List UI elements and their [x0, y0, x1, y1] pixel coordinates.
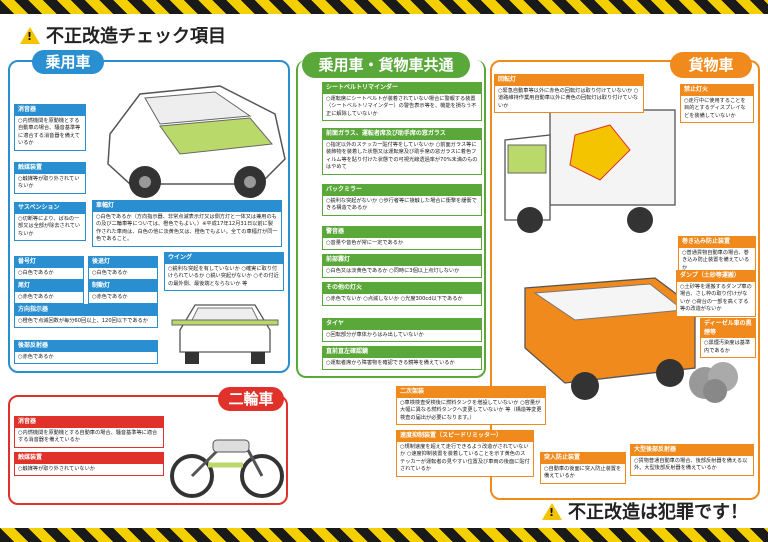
common-glass-box: 前面ガラス、運転者席及び助手席の窓ガラス○指定以外のステッカー貼付等をしていない… [322, 128, 482, 175]
truck-panel [490, 60, 760, 500]
common-mirror-box: バックミラー○鋭利な突起がないか ○歩行者等に接触した場合に衝撃を緩衝できる構造… [322, 184, 482, 216]
car-brake-lamp-box: 制動灯○赤色であるか [88, 280, 158, 305]
car-header: 乗用車 [32, 50, 104, 74]
truck-header: 貨物車 [670, 52, 752, 78]
truck-underrun-guard-box: 突入防止装置○自動車の後面に突入防止装置を備えているか [540, 452, 626, 484]
common-fog-lamp-box: 前部霧灯○白色又は淡黄色であるか ○同時に3個以上点灯しないか [322, 254, 482, 279]
bike-catalyst-box: 触媒装置○触媒等が取り外されていないか [14, 452, 164, 477]
truck-dump-box: ダンプ（土砂等運搬）○土砂等を運搬するダンプ車の場合、さし枠の取り付けがないか … [676, 270, 756, 317]
warning-icon [20, 26, 40, 44]
common-other-lamps-box: その他の灯火○赤色でないか ○点滅しないか ○光度300cd以下であるか [322, 282, 482, 307]
car-width-lamp-box: 車幅灯○白色であるか（方向指示器、非常点滅表示灯又は側方灯と一体又は兼用のもの及… [92, 200, 282, 247]
warning-icon [542, 502, 562, 520]
common-horn-box: 警音器○音量や音色が常に一定であるか [322, 226, 482, 251]
common-panel [296, 60, 486, 378]
truck-secondary-outfit-box: 二次架装○車検検査受検後に燃料タンクを増設していないか ○容量が大幅に異なる燃料… [396, 386, 546, 426]
common-front-mirror-box: 直前直左確認鏡○運転者席から障害物を確認できる鏡等を備えているか [322, 346, 482, 371]
common-seatbelt-box: シートベルトリマインダー○運転席にシートベルトが装着されていない場合に警報する装… [322, 82, 482, 122]
car-rear-illustration [171, 304, 279, 364]
common-header: 乗用車・貨物車共通 [302, 52, 470, 78]
bike-muffler-box: 消音器○内燃機関を原動機とする自動車の場合、騒音基準等に適合する消音器を備えてい… [14, 416, 164, 448]
car-plate-lamp-box: 番号灯○白色であるか [14, 256, 84, 281]
car-tail-lamp-box: 尾灯○赤色であるか [14, 280, 84, 305]
car-muffler-box: 消音器○内燃機関を原動機とする自動車の場合、騒音基準等に適合する消音器を備えてい… [14, 104, 86, 151]
truck-side-guard-box: 巻き込み防止装置○普通貨物自動車の場合、巻き込み防止装置を備えているか [678, 236, 756, 276]
car-illustration [107, 85, 286, 198]
truck-rotating-lamp-box: 回転灯○緊急自動車等以外に赤色の回転灯は取り付けていないか ○道路維持作業用自動… [494, 74, 644, 114]
car-rear-reflector-box: 後部反射器○赤色であるか [14, 340, 158, 365]
car-suspension-box: サスペンション○切断等により、ばねの一部又は全部が除去されていないか [14, 202, 86, 242]
footer-slogan: 不正改造は犯罪です！ [542, 498, 748, 524]
dump-truck-illustration [524, 277, 696, 400]
bike-panel [8, 395, 288, 505]
truck-illustration [504, 109, 676, 233]
car-turn-signal-box: 方向指示器○橙色で点滅回数が毎分60回以上、120回以下であるか [14, 304, 158, 329]
common-tire-box: タイヤ○回転部分が車体からはみ出していないか [322, 318, 482, 343]
smoke-illustration [689, 362, 738, 403]
page-title: 不正改造チェック項目 [20, 22, 226, 48]
truck-speed-limiter-box: 速度抑制装置（スピードリミッター）○規制速度を超えて走行できるよう改造がされてい… [396, 430, 534, 477]
car-wing-box: ウイング○鋭利な突起を有していないか ○確実に取り付けられているか ○鋭い突起が… [164, 252, 284, 292]
car-panel [8, 60, 290, 373]
car-catalyst-box: 触媒装置○触媒等が取り外されていないか [14, 162, 86, 194]
bottom-hazard-stripe [0, 528, 768, 542]
truck-large-reflector-box: 大型後部反射器○貨物普通自動車の場合、後部反射器を備える以外、大型後部反射器を備… [630, 444, 754, 476]
truck-diesel-smoke-box: ディーゼル車の黒煙等○黒煙汚染度は基準内であるか [700, 318, 756, 359]
bike-header: 二輪車 [218, 387, 284, 411]
car-reverse-lamp-box: 後退灯○白色であるか [88, 256, 158, 281]
motorcycle-illustration [170, 439, 284, 498]
top-hazard-stripe [0, 0, 768, 14]
truck-prohibited-light-box: 禁止灯火○走行中に使用することを目的とするディスプレイなどを装備していないか [680, 84, 754, 124]
